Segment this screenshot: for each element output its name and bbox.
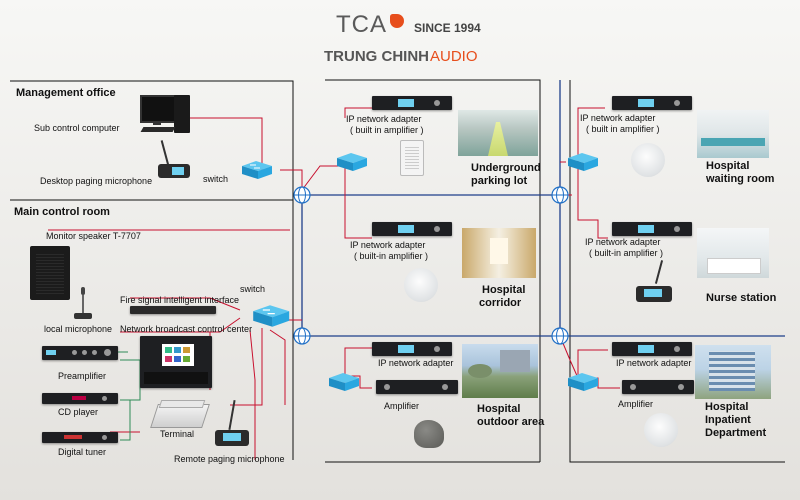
label-digital-tuner: Digital tuner [58, 447, 107, 457]
label-ip-adapter-e1: IP network adapter [585, 237, 661, 247]
fire-signal-interface-icon [130, 306, 216, 314]
label-hospital-corridor-2: corridor [479, 297, 522, 309]
label-inpatient-1: Hospital [705, 401, 749, 413]
label-amplifier-c: Amplifier [384, 401, 420, 411]
network-switch-f-icon [568, 373, 598, 391]
brand-logo: TCA SINCE 1994 TRUNG CHINH AUDIO [324, 11, 496, 70]
label-ip-adapter-d2: ( built in amplifier ) [586, 124, 660, 134]
label-ip-adapter-d1: IP network adapter [580, 113, 656, 123]
network-broadcast-control-center-icon [140, 336, 212, 388]
amplifier-f-icon [622, 380, 694, 394]
label-waiting-1: Hospital [706, 160, 750, 172]
photo-hospital-waiting-room [697, 110, 769, 158]
label-cd-player: CD player [58, 407, 99, 417]
brand-name-part2: AUDIO [430, 48, 478, 65]
brand-name-part1: TRUNG CHINH [324, 48, 429, 65]
terminal-icon [150, 398, 210, 430]
rock-speaker-icon [414, 420, 444, 448]
label-outdoor-1: Hospital [477, 403, 521, 415]
remote-paging-mic-icon [215, 400, 251, 448]
photo-hospital-outdoor [462, 344, 538, 398]
label-underground-1: Underground [471, 162, 541, 174]
label-amplifier-f: Amplifier [618, 399, 654, 409]
label-underground-2: parking lot [471, 175, 528, 187]
label-local-microphone: local microphone [44, 324, 113, 334]
label-fire-signal: Fire signal intelligent interface [120, 295, 240, 305]
label-nurse-station: Nurse station [706, 292, 777, 304]
amplifier-c-icon [376, 380, 458, 394]
since-text: SINCE 1994 [414, 21, 481, 35]
label-waiting-2: waiting room [706, 173, 775, 185]
ip-adapter-d-icon [612, 96, 692, 110]
preamplifier-icon [42, 346, 118, 360]
logo-text: TCA [336, 11, 387, 38]
label-terminal: Terminal [160, 429, 195, 439]
section-main-control-room: Main control room [14, 206, 110, 218]
label-desktop-paging-mic: Desktop paging microphone [40, 176, 153, 186]
ceiling-speaker-b-icon [404, 268, 438, 302]
network-switch-1-icon [242, 161, 272, 179]
monitor-speaker-icon [30, 246, 70, 300]
label-ip-adapter-f1: IP network adapter [616, 358, 692, 368]
photo-underground-parking [458, 110, 538, 156]
ip-adapter-c-icon [372, 342, 452, 356]
local-microphone-icon [72, 287, 94, 321]
logo-mark-icon [390, 14, 404, 28]
label-sub-control-computer: Sub control computer [34, 123, 120, 133]
label-preamplifier: Preamplifier [58, 371, 107, 381]
network-globe-3-icon [551, 186, 569, 204]
label-ip-adapter-c1: IP network adapter [378, 358, 454, 368]
label-ip-adapter-e2: ( built-in amplifier ) [589, 248, 664, 258]
digital-tuner-icon [42, 432, 118, 443]
network-switch-a-icon [337, 153, 367, 171]
ceiling-speaker-d-icon [631, 143, 665, 177]
network-switch-d-icon [568, 153, 598, 171]
label-switch-1: switch [203, 174, 229, 184]
ip-adapter-e-icon [612, 222, 692, 236]
section-management-office: Management office [16, 87, 116, 99]
sub-control-computer-icon [140, 95, 192, 137]
label-inpatient-2: Inpatient [705, 414, 751, 426]
label-monitor-speaker: Monitor speaker T-7707 [46, 231, 141, 241]
photo-hospital-corridor [462, 228, 536, 278]
network-globe-4-icon [551, 327, 569, 345]
label-ip-adapter-b2: ( built-in amplifier ) [354, 251, 429, 261]
photo-inpatient-department [695, 345, 771, 399]
photo-nurse-station [697, 228, 769, 278]
label-switch-2: switch [240, 284, 266, 294]
cd-player-icon [42, 393, 118, 404]
ip-adapter-a-icon [372, 96, 452, 110]
label-network-broadcast: Network broadcast control center [120, 324, 253, 334]
label-inpatient-3: Department [705, 427, 767, 439]
ceiling-speaker-f-icon [644, 413, 678, 447]
label-remote-paging-mic: Remote paging microphone [174, 454, 285, 464]
desktop-paging-mic-icon [158, 140, 192, 178]
network-globe-2-icon [293, 327, 311, 345]
label-outdoor-2: outdoor area [477, 416, 545, 428]
label-ip-adapter-a1: IP network adapter [346, 114, 422, 124]
label-hospital-corridor-1: Hospital [482, 284, 526, 296]
wall-speaker-a-icon [400, 140, 424, 176]
network-switch-2-icon [253, 305, 290, 327]
network-globe-1-icon [293, 186, 311, 204]
ip-adapter-b-icon [372, 222, 452, 236]
label-ip-adapter-b1: IP network adapter [350, 240, 426, 250]
network-switch-c-icon [329, 373, 359, 391]
label-ip-adapter-a2: ( built in amplifier ) [350, 125, 424, 135]
ip-adapter-f-icon [612, 342, 692, 356]
nurse-paging-mic-icon [636, 260, 674, 304]
